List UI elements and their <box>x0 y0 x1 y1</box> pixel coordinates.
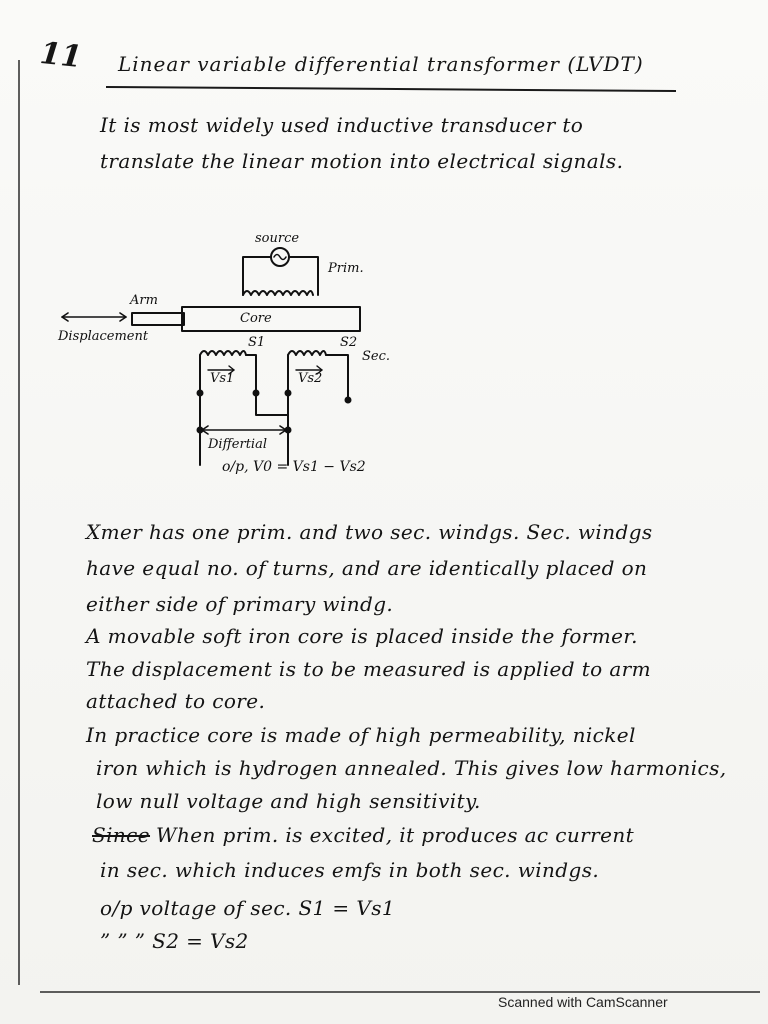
body-line-10: When prim. is excited, it produces ac cu… <box>156 823 635 847</box>
body-line-4: A movable soft iron core is placed insid… <box>86 624 638 648</box>
lvdt-schematic <box>61 247 361 466</box>
body-line-7: In practice core is made of high permeab… <box>86 723 636 747</box>
secondary-label: Sec. <box>362 349 391 364</box>
body-line-3: either side of primary windg. <box>86 592 394 616</box>
body-line-2: have equal no. of turns, and are identic… <box>86 556 648 580</box>
displacement-label: Displacement <box>58 329 149 344</box>
vs2-label: Vs2 <box>298 371 323 386</box>
page-title: Linear variable differential transformer… <box>118 52 644 76</box>
intro-line-2: translate the linear motion into electri… <box>100 149 624 173</box>
body-line-12: o/p voltage of sec. S1 = Vs1 <box>100 896 395 920</box>
scanner-watermark: Scanned with CamScanner <box>498 994 668 1010</box>
source-label: source <box>255 231 300 246</box>
struck-out-word: Since <box>92 823 151 847</box>
left-margin-line <box>18 60 20 985</box>
title-underline <box>105 86 677 92</box>
body-line-9: low null voltage and high sensitivity. <box>96 789 481 813</box>
lvdt-diagram: source Prim. Arm Displacement Core S1 S2… <box>50 225 450 495</box>
bottom-margin-line <box>40 991 760 993</box>
body-line-8: iron which is hydrogen annealed. This gi… <box>96 756 727 780</box>
primary-label: Prim. <box>328 261 364 276</box>
differential-label: Differtial <box>208 437 267 452</box>
body-line-1: Xmer has one prim. and two sec. windgs. … <box>86 520 653 544</box>
vs1-label: Vs1 <box>210 371 235 386</box>
s1-label: S1 <box>248 335 266 350</box>
s2-label: S2 <box>340 335 358 350</box>
output-equation: o/p, V0 = Vs1 − Vs2 <box>222 459 366 475</box>
body-line-5: The displacement is to be measured is ap… <box>86 657 652 681</box>
arm-label: Arm <box>130 293 158 308</box>
core-label: Core <box>240 311 272 326</box>
body-line-13: ” ” ” S2 = Vs2 <box>100 929 249 953</box>
body-line-6: attached to core. <box>86 689 266 713</box>
body-line-11: in sec. which induces emfs in both sec. … <box>100 858 600 882</box>
page-number: 11 <box>38 35 84 76</box>
intro-line-1: It is most widely used inductive transdu… <box>100 113 584 137</box>
